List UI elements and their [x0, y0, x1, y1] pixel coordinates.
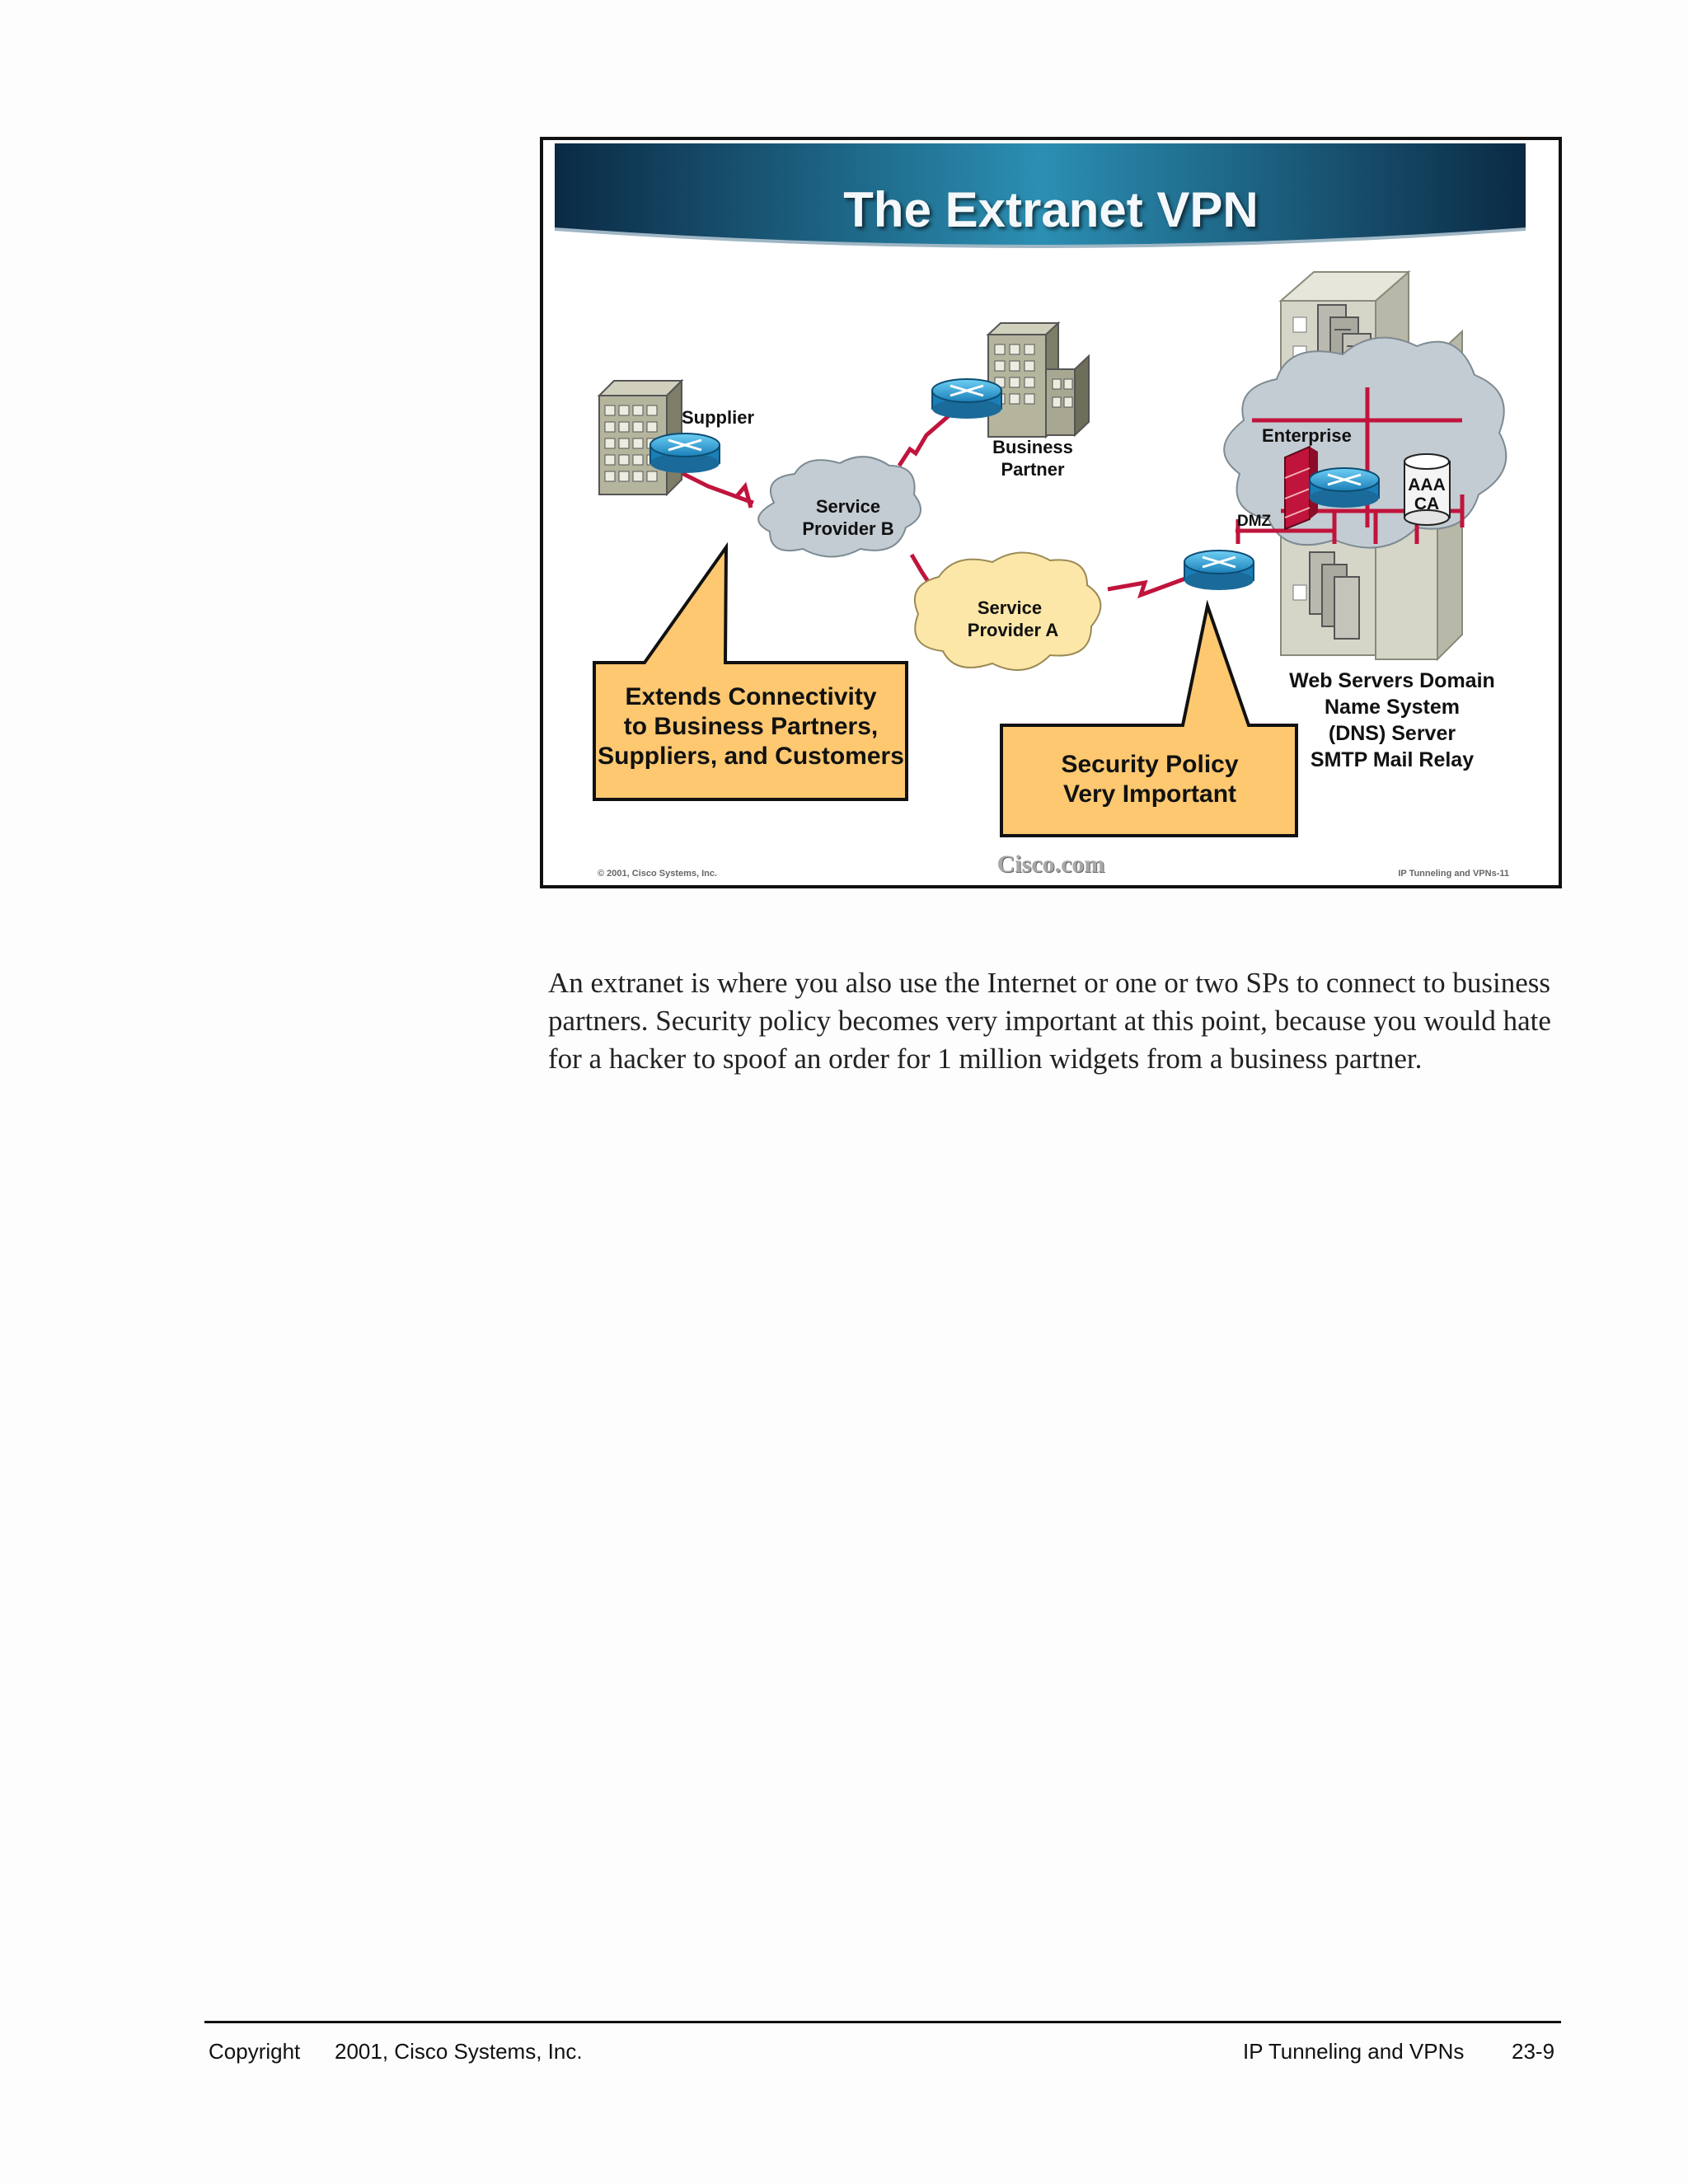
server-list-line-3: (DNS) Server [1328, 722, 1456, 745]
service-provider-a-cloud [914, 551, 1102, 671]
service-provider-b-cloud [757, 456, 921, 558]
callout-left-line-1: Extends Connectivity [625, 683, 877, 710]
callout-right-line-1: Security Policy [1061, 751, 1239, 778]
service-provider-b-label-2: Provider B [802, 518, 893, 539]
slide-figure: AAA CA Service Provider B Service Provid… [540, 137, 1562, 888]
business-partner-label: Business [992, 437, 1073, 457]
router-icon [931, 378, 1002, 419]
supplier-building-icon [597, 378, 684, 497]
network-diagram: AAA CA Service Provider B Service Provid… [554, 143, 1526, 837]
footer-page-number: 23-9 [1512, 2039, 1555, 2064]
callout-left-text: Extends Connectivity to Business Partner… [593, 682, 909, 771]
ca-label: CA [1414, 494, 1439, 513]
dmz-label: DMZ [1237, 513, 1272, 530]
aaa-label: AAA [1408, 476, 1446, 494]
footer-rule [204, 2021, 1561, 2023]
service-provider-a-label-2: Provider A [968, 620, 1059, 640]
cisco-logo: Cisco.com [996, 851, 1105, 878]
server-list: Web Servers Domain Name System (DNS) Ser… [1268, 668, 1516, 773]
router-icon [649, 433, 720, 473]
callout-left-box [593, 541, 908, 801]
footer-copyright: Copyright [209, 2039, 301, 2064]
enterprise-label: Enterprise [1262, 425, 1352, 446]
server-rack-icon [1309, 551, 1360, 640]
footer-course: IP Tunneling and VPNs [1243, 2039, 1465, 2064]
server-list-line-4: SMTP Mail Relay [1310, 748, 1475, 771]
server-list-line-1: Web Servers Domain [1289, 669, 1495, 692]
slide-footer-page: IP Tunneling and VPNs-11 [1398, 869, 1509, 879]
business-partner-label-2: Partner [1001, 459, 1064, 480]
callout-right-text: Security Policy Very Important [1001, 750, 1298, 809]
router-icon [1309, 467, 1380, 508]
business-partner-building-icon [986, 321, 1090, 439]
title-banner [555, 143, 1526, 246]
slide-footer-copyright: © 2001, Cisco Systems, Inc. [598, 869, 718, 879]
server-list-line-2: Name System [1325, 696, 1460, 719]
body-paragraph: An extranet is where you also use the In… [548, 967, 1551, 1075]
service-provider-b-label: Service [816, 496, 880, 517]
callout-right-box [1000, 599, 1298, 837]
footer-company: 2001, Cisco Systems, Inc. [335, 2039, 583, 2064]
callout-left-line-2: to Business Partners, [623, 713, 879, 740]
slide-title: The Extranet VPN [843, 182, 1259, 237]
supplier-label: Supplier [682, 407, 754, 428]
database-icon [1404, 453, 1451, 526]
router-icon [1184, 550, 1254, 590]
service-provider-a-label: Service [978, 598, 1042, 618]
wan-links [673, 412, 1195, 599]
callout-right-line-2: Very Important [1062, 780, 1237, 808]
callout-left-line-3: Suppliers, and Customers [598, 743, 904, 770]
